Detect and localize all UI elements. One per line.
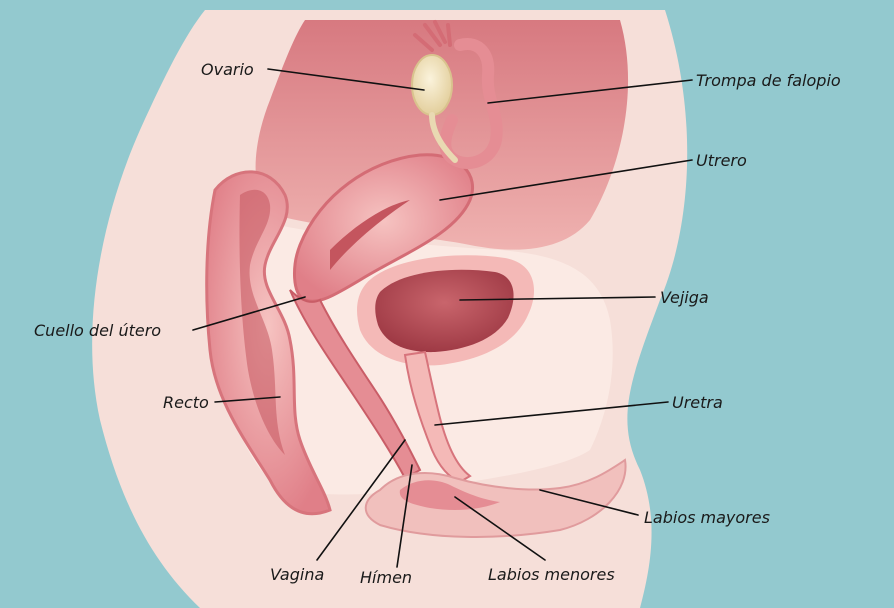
label-utrero: Utrero: [696, 151, 747, 170]
label-cuello: Cuello del útero: [34, 321, 161, 340]
label-labios-menores: Labios menores: [488, 565, 615, 584]
label-trompa: Trompa de falopio: [696, 71, 841, 90]
label-vejiga: Vejiga: [660, 288, 709, 307]
label-recto: Recto: [163, 393, 209, 412]
ovary: [412, 55, 452, 115]
label-himen: Hímen: [360, 568, 412, 587]
label-ovario: Ovario: [201, 60, 254, 79]
label-labios-mayores: Labios mayores: [644, 508, 770, 527]
label-uretra: Uretra: [672, 393, 723, 412]
label-vagina: Vagina: [270, 565, 324, 584]
